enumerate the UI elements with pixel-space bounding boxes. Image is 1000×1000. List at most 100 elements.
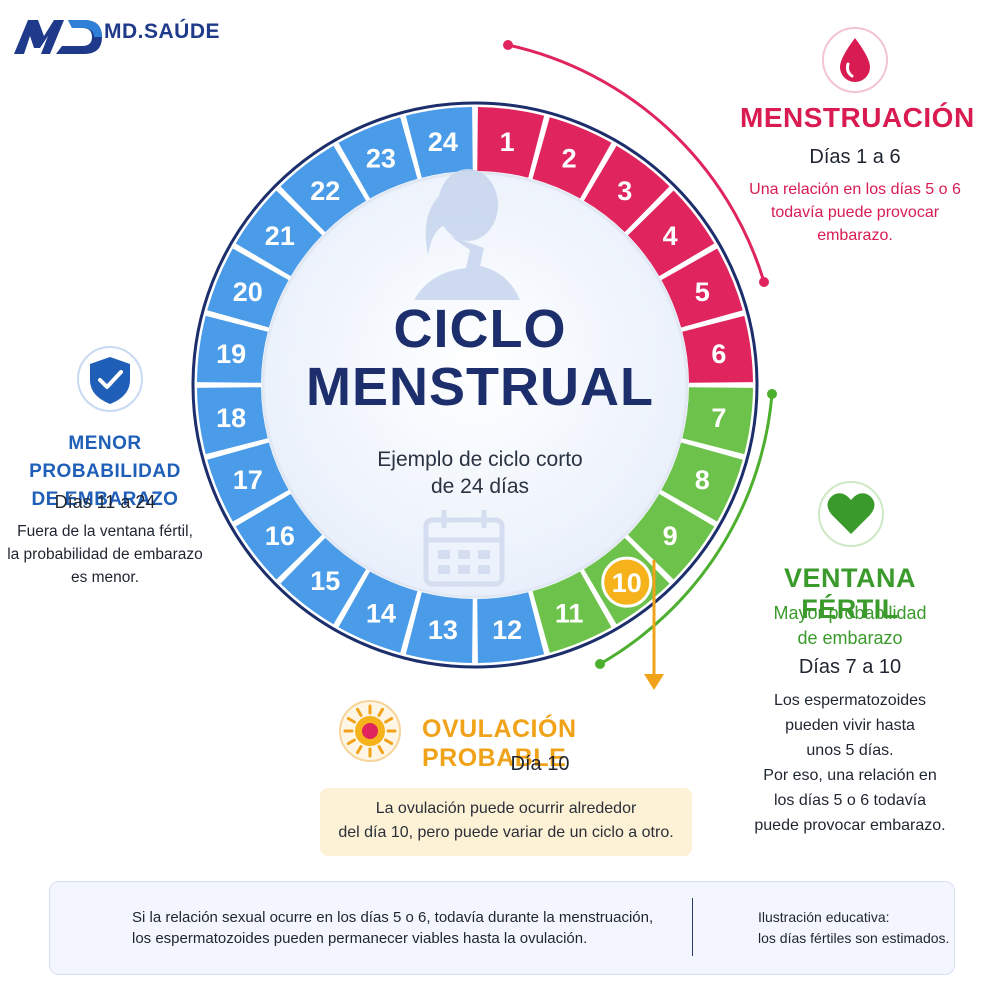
- heart-icon: [818, 481, 884, 547]
- menstruation-days: Días 1 a 6: [809, 146, 901, 168]
- low-probability-title: MENOR PROBABILIDAD DE EMBARAZO: [0, 430, 210, 514]
- ovum-ray: [384, 717, 394, 724]
- day-segment-17: [207, 442, 289, 522]
- md-monogram-icon: [14, 20, 102, 54]
- ovulation-note-line2: del día 10, pero puede variar de un cicl…: [338, 824, 674, 841]
- menstruation-note-line2: todavía puede provocar: [770, 204, 940, 221]
- day-label-17: 17: [233, 465, 263, 495]
- day-segment-18: [197, 387, 268, 455]
- day-label-18: 18: [216, 403, 246, 433]
- day-segment-4: [627, 190, 715, 277]
- ovum-ray: [346, 717, 356, 724]
- calendar-icon: [423, 510, 505, 587]
- ovum-ray: [377, 745, 384, 755]
- day-segment-1: [477, 107, 545, 178]
- day-segment-11: [532, 571, 612, 653]
- footer-panel: [49, 881, 955, 975]
- low-note-line2: la probabilidad de embarazo: [7, 546, 203, 563]
- day-segment-19: [197, 315, 268, 383]
- day-segment-21: [235, 190, 323, 277]
- low-title-line2: DE EMBARAZO: [31, 489, 179, 510]
- menstruation-arc: [507, 43, 766, 283]
- low-note-line3: es menor.: [70, 569, 140, 586]
- day-label-24: 24: [428, 127, 458, 157]
- ovulation-title: OVULACIÓN PROBABLE: [422, 715, 577, 772]
- fertile-note-line5: los días 5 o 6 todavía: [773, 792, 927, 809]
- menstruation-title: MENSTRUACIÓN: [740, 102, 975, 133]
- footer-text-left-line1: Si la relación sexual ocurre en los días…: [132, 909, 654, 926]
- menstruation-note-line1: Una relación en los días 5 o 6: [749, 181, 961, 198]
- ovum-ray: [356, 707, 363, 717]
- day-label-16: 16: [265, 521, 295, 551]
- day-label-13: 13: [428, 615, 458, 645]
- footer-text-right: Ilustración educativa: los días fértiles…: [758, 907, 958, 949]
- footer-text-left: Si la relación sexual ocurre en los días…: [132, 907, 692, 949]
- day-segment-16: [235, 493, 323, 580]
- day-label-7: 7: [711, 403, 726, 433]
- day-label-3: 3: [617, 176, 632, 206]
- fertile-arc: [599, 393, 774, 666]
- ovum-ray: [384, 738, 394, 745]
- low-title-line1: MENOR PROBABILIDAD: [29, 433, 181, 482]
- fertile-note-line6: puede provocar embarazo.: [754, 817, 946, 834]
- day-label-20: 20: [233, 277, 263, 307]
- day-segment-12: [477, 592, 545, 663]
- day-segment-22: [280, 145, 367, 233]
- day-label-6: 6: [711, 339, 726, 369]
- day-label-8: 8: [695, 465, 710, 495]
- brand-logo: [14, 20, 102, 54]
- ovulation-day-marker: [601, 556, 653, 608]
- day-segment-20: [207, 248, 289, 328]
- low-note-line1: Fuera de la ventana fértil,: [17, 523, 193, 540]
- day-label-5: 5: [695, 277, 710, 307]
- day-segment-3: [583, 145, 670, 233]
- fertile-sub-line1: Mayor probabilidad: [773, 603, 927, 623]
- center-title: CICLO MENSTRUAL: [300, 300, 660, 416]
- day-label-23: 23: [366, 144, 396, 174]
- ovulation-note: La ovulación puede ocurrir alrededor del…: [320, 797, 692, 845]
- day-label-22: 22: [310, 176, 340, 206]
- ovulation-day: Día 10: [510, 753, 570, 775]
- day-label-4: 4: [663, 221, 678, 251]
- day-segment-23: [338, 117, 418, 199]
- fertile-title: VENTANA FÉRTIL: [783, 563, 916, 624]
- fertile-subtitle: Mayor probabilidad de embarazo: [745, 601, 955, 651]
- fertile-note-line4: Por eso, una relación en: [763, 767, 937, 784]
- menstruation-note: Una relación en los días 5 o 6 todavía p…: [740, 178, 970, 247]
- center-title-line1: CICLO: [393, 299, 567, 359]
- brand-name: MD.SAÚDE: [104, 20, 221, 43]
- day-segment-5: [661, 248, 743, 328]
- fertile-note-line2: pueden vivir hasta: [785, 717, 915, 734]
- center-subtitle: Ejemplo de ciclo corto de 24 días: [330, 446, 630, 500]
- footer-text-right-line1: Ilustración educativa:: [758, 909, 890, 925]
- fertile-note-line3: unos 5 días.: [806, 742, 894, 759]
- fertile-note: Los espermatozoides pueden vivir hasta u…: [745, 688, 955, 838]
- ovulation-note-box: [320, 788, 692, 856]
- day-segment-9: [627, 493, 715, 580]
- center-title-line2: MENSTRUAL: [306, 357, 654, 417]
- day-label-12: 12: [492, 615, 522, 645]
- footer-text-right-line2: los días fértiles son estimados.: [758, 930, 950, 946]
- footer-divider: [692, 898, 693, 956]
- day-label-10: 10: [612, 568, 642, 598]
- ovum-ray: [356, 745, 363, 755]
- day-label-19: 19: [216, 339, 246, 369]
- footer-text-left-line2: los espermatozoides pueden permanecer vi…: [132, 930, 588, 947]
- fertile-days: Días 7 a 10: [798, 656, 902, 678]
- day-segment-14: [338, 571, 418, 653]
- menstruation-note-line3: embarazo.: [817, 227, 893, 244]
- fertile-note-line1: Los espermatozoides: [773, 692, 927, 709]
- ovulation-note-line1: La ovulación puede ocurrir alrededor: [375, 800, 637, 817]
- center-subtitle-line2: de 24 días: [430, 475, 530, 498]
- day-segment-8: [661, 442, 743, 522]
- day-segment-15: [280, 537, 367, 625]
- day-segment-24: [405, 107, 473, 178]
- low-probability-note: Fuera de la ventana fértil, la probabili…: [0, 520, 210, 589]
- woman-silhouette-icon: [414, 169, 520, 300]
- fertile-sub-line2: de embarazo: [797, 628, 903, 648]
- center-subtitle-line1: Ejemplo de ciclo corto: [377, 448, 583, 471]
- day-segment-6: [682, 315, 753, 383]
- day-label-11: 11: [555, 598, 584, 628]
